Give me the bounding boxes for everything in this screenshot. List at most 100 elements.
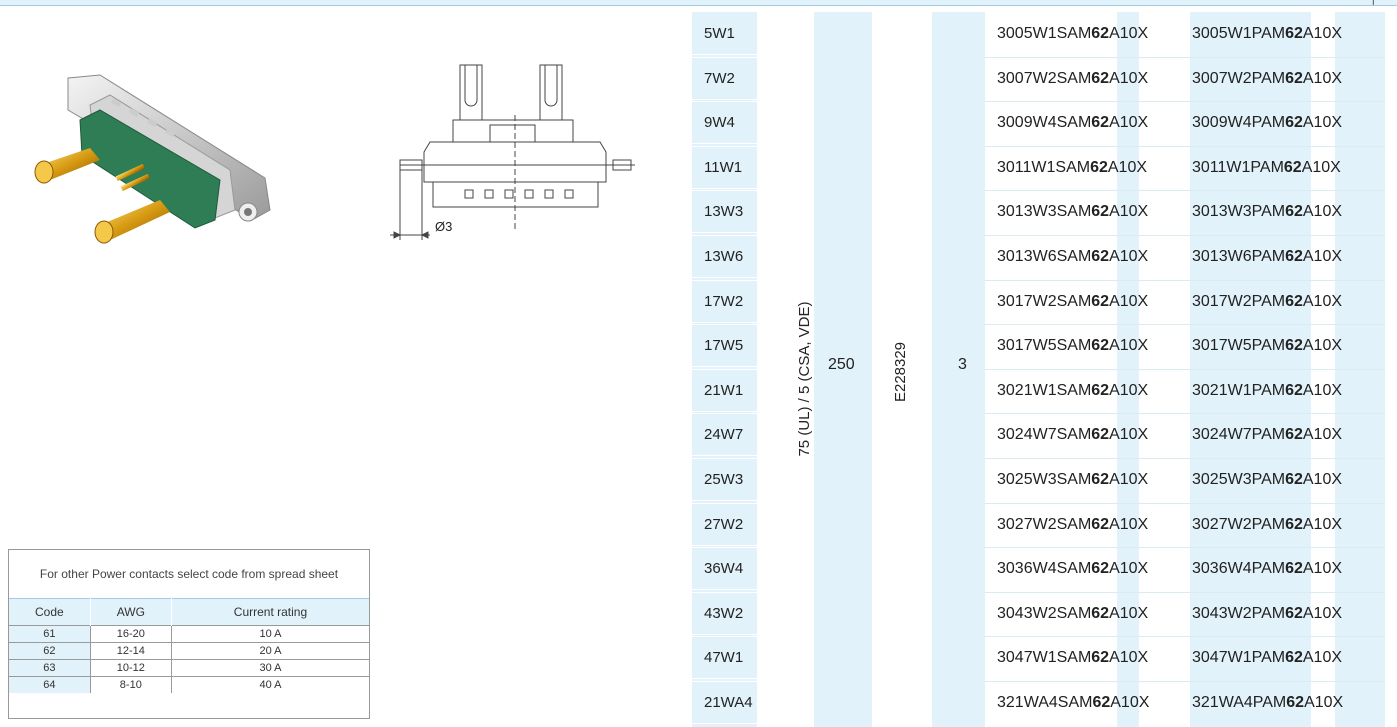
solder-part-number: 3024W7SAM62A10X bbox=[997, 413, 1148, 456]
pcb-part-number-suffix: A10X bbox=[1302, 560, 1343, 577]
pcb-part-number-prefix: 3017W2PAM bbox=[1192, 293, 1286, 310]
row-divider bbox=[692, 101, 757, 102]
solder-part-number-prefix: 3013W6SAM bbox=[997, 248, 1092, 265]
solder-part-number-contact-code: 62 bbox=[1091, 471, 1110, 488]
row-divider bbox=[692, 235, 757, 236]
row-divider bbox=[985, 101, 1385, 102]
solder-part-number-prefix: 3017W5SAM bbox=[997, 337, 1092, 354]
solder-part-number-contact-code: 62 bbox=[1091, 605, 1110, 622]
pcb-part-number-prefix: 3009W4PAM bbox=[1192, 114, 1286, 131]
solder-part-number-suffix: A10X bbox=[1109, 605, 1149, 622]
row-divider bbox=[692, 458, 757, 459]
solder-part-number-contact-code: 62 bbox=[1091, 426, 1110, 443]
solder-part-number-prefix: 3007W2SAM bbox=[997, 70, 1092, 87]
row-divider bbox=[985, 369, 1385, 370]
contacts-row: 62 12-14 20 A bbox=[9, 642, 369, 660]
solder-part-number-prefix: 3013W3SAM bbox=[997, 203, 1092, 220]
solder-part-number-suffix: A10X bbox=[1109, 337, 1149, 354]
contacts-row: 61 16-20 10 A bbox=[9, 625, 369, 643]
pcb-part-number-suffix: A10X bbox=[1302, 70, 1343, 87]
row-divider bbox=[985, 592, 1385, 593]
pcb-part-number: 3013W6PAM62A10X bbox=[1192, 235, 1342, 278]
contact-code: 63 bbox=[9, 659, 91, 677]
pcb-part-number-suffix: A10X bbox=[1302, 25, 1343, 42]
pcb-part-number: 3043W2PAM62A10X bbox=[1192, 592, 1342, 635]
pcb-part-number-suffix: A10X bbox=[1301, 159, 1341, 176]
pcb-part-number-prefix: 3027W2PAM bbox=[1192, 516, 1286, 533]
row-divider bbox=[692, 280, 757, 281]
contact-current: 30 A bbox=[171, 659, 369, 677]
solder-part-number-prefix: 3021W1SAM bbox=[997, 382, 1092, 399]
row-divider bbox=[985, 190, 1385, 191]
solder-part-number-prefix: 3005W1SAM bbox=[997, 25, 1092, 42]
current-value: 250 bbox=[828, 356, 855, 373]
solder-part-number-prefix: 3011W1SAM bbox=[997, 159, 1091, 176]
row-divider bbox=[692, 547, 757, 548]
solder-part-number-suffix: A10X bbox=[1109, 70, 1149, 87]
diameter-label: Ø3 bbox=[435, 219, 452, 234]
pcb-part-number-contact-code: 62 bbox=[1285, 649, 1303, 666]
solder-part-number-suffix: A10X bbox=[1109, 471, 1149, 488]
pcb-part-number-contact-code: 62 bbox=[1285, 114, 1303, 131]
row-divider bbox=[985, 324, 1385, 325]
pcb-part-number-contact-code: 62 bbox=[1285, 426, 1303, 443]
pcb-part-number: 3036W4PAM62A10X bbox=[1192, 547, 1342, 590]
row-divider bbox=[692, 503, 757, 504]
pcb-part-number-suffix: A10X bbox=[1302, 471, 1343, 488]
solder-part-number-suffix: A10X bbox=[1109, 293, 1149, 310]
voltage-column bbox=[757, 12, 814, 727]
pcb-part-number-suffix: A10X bbox=[1302, 114, 1343, 131]
pcb-part-number-contact-code: 62 bbox=[1283, 159, 1302, 176]
pcb-part-number-contact-code: 62 bbox=[1285, 605, 1303, 622]
contact-code: 62 bbox=[9, 642, 91, 660]
solder-part-number-suffix: A10X bbox=[1109, 114, 1149, 131]
pcb-part-number-prefix: 3025W3PAM bbox=[1192, 471, 1286, 488]
solder-part-number-prefix: 3047W1SAM bbox=[997, 649, 1092, 666]
contact-awg: 8-10 bbox=[90, 676, 172, 693]
contact-awg: 16-20 bbox=[90, 625, 172, 643]
shell-size-cell: 47W1 bbox=[692, 636, 757, 679]
header-mark: ı bbox=[1372, 0, 1375, 8]
pcb-part-number-contact-code: 62 bbox=[1285, 248, 1303, 265]
shell-size-cell: 11W1 bbox=[692, 146, 757, 189]
solder-part-number: 3021W1SAM62A10X bbox=[997, 369, 1148, 412]
connector-photo bbox=[34, 74, 271, 244]
row-divider bbox=[692, 57, 757, 58]
solder-part-number-contact-code: 62 bbox=[1092, 694, 1111, 711]
pcb-part-number: 3024W7PAM62A10X bbox=[1192, 413, 1342, 456]
pcb-part-number-prefix: 3036W4PAM bbox=[1192, 560, 1286, 577]
solder-part-number: 3005W1SAM62A10X bbox=[997, 12, 1148, 55]
solder-part-number-contact-code: 62 bbox=[1091, 70, 1110, 87]
solder-part-number: 3013W3SAM62A10X bbox=[997, 190, 1148, 233]
solder-part-number-prefix: 3027W2SAM bbox=[997, 516, 1092, 533]
contact-awg: 12-14 bbox=[90, 642, 172, 660]
solder-part-number-contact-code: 62 bbox=[1090, 159, 1108, 176]
solder-part-number-contact-code: 62 bbox=[1091, 382, 1110, 399]
solder-part-number: 3036W4SAM62A10X bbox=[997, 547, 1148, 590]
pcb-part-number: 3027W2PAM62A10X bbox=[1192, 503, 1342, 546]
quantity-value: 3 bbox=[958, 356, 967, 373]
contact-current: 40 A bbox=[171, 676, 369, 693]
solder-part-number-suffix: A10X bbox=[1109, 203, 1149, 220]
solder-part-number-prefix: 321WA4SAM bbox=[997, 694, 1093, 711]
shell-size-cell: 13W3 bbox=[692, 190, 757, 233]
solder-part-number-suffix: A10X bbox=[1109, 248, 1149, 265]
solder-part-number-prefix: 3036W4SAM bbox=[997, 560, 1092, 577]
current-column bbox=[814, 12, 872, 727]
ul-file-column bbox=[872, 12, 932, 727]
pcb-part-number-contact-code: 62 bbox=[1286, 694, 1305, 711]
pcb-part-number: 3021W1PAM62A10X bbox=[1192, 369, 1342, 412]
pcb-part-number: 3007W2PAM62A10X bbox=[1192, 57, 1342, 100]
pcb-part-number-prefix: 3043W2PAM bbox=[1192, 605, 1286, 622]
contact-code: 64 bbox=[9, 676, 91, 693]
pcb-part-number-contact-code: 62 bbox=[1285, 471, 1303, 488]
solder-part-number-suffix: A10X bbox=[1109, 382, 1149, 399]
top-header-strip: ı bbox=[0, 0, 1397, 8]
pcb-part-number-prefix: 3017W5PAM bbox=[1192, 337, 1286, 354]
solder-part-number-prefix: 3009W4SAM bbox=[997, 114, 1092, 131]
pcb-part-number-suffix: A10X bbox=[1302, 337, 1343, 354]
solder-part-number-prefix: 3024W7SAM bbox=[997, 426, 1092, 443]
shell-size-cell: 5W1 bbox=[692, 12, 757, 55]
pcb-part-number-contact-code: 62 bbox=[1285, 293, 1303, 310]
